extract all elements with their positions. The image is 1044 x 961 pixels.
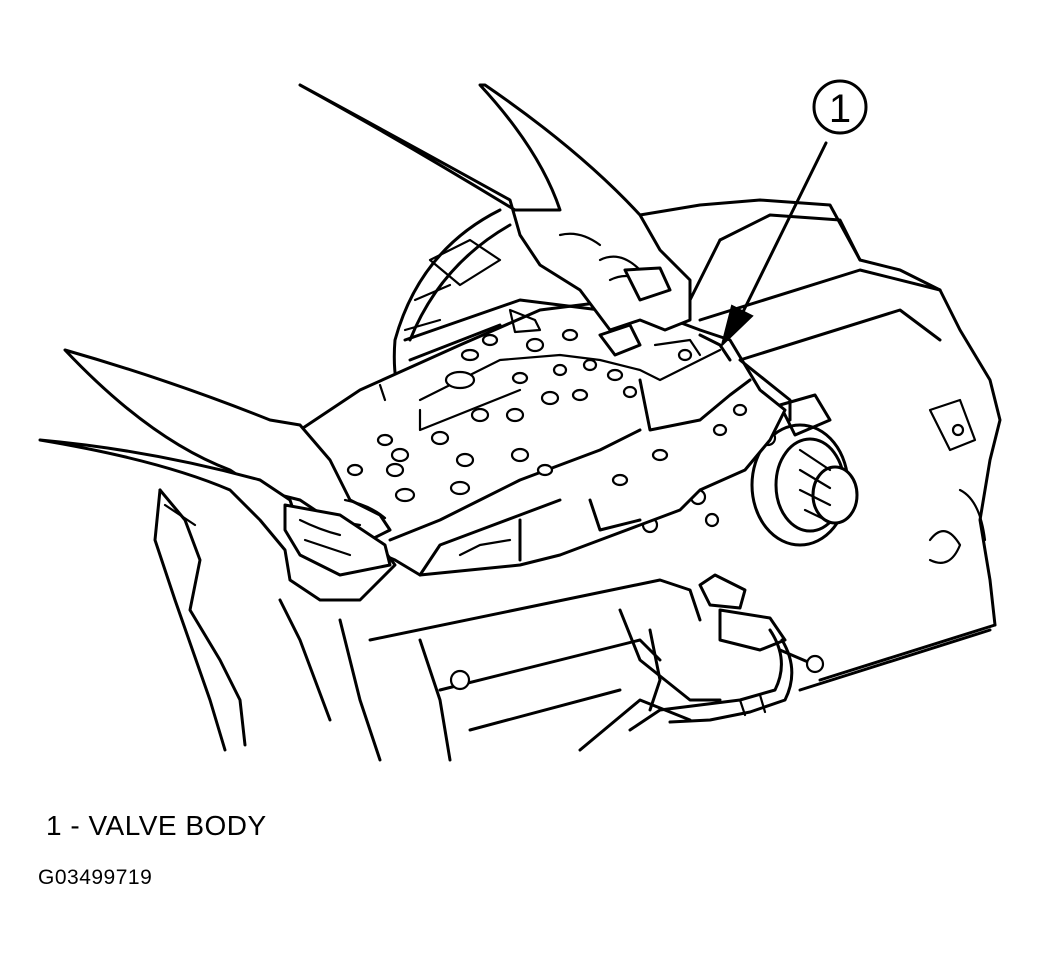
callout-arrowhead — [720, 304, 754, 349]
figure-id: G03499719 — [38, 866, 153, 889]
valve-body-illustration: 1 — [38, 79, 1002, 762]
legend-item-valve-body: 1 - VALVE BODY — [46, 810, 267, 841]
output-shaft — [750, 393, 859, 547]
cooler-line-fittings — [628, 573, 825, 732]
callout-number: 1 — [829, 87, 851, 131]
callout-arrow — [738, 141, 828, 320]
valve-body-holes — [346, 328, 748, 503]
valve-body — [298, 298, 792, 577]
technician-hands — [38, 83, 692, 602]
legend: 1 - VALVE BODY — [46, 810, 267, 842]
lower-case — [153, 488, 722, 762]
transmission-case — [638, 198, 1002, 692]
callout-1: 1 — [720, 79, 868, 349]
